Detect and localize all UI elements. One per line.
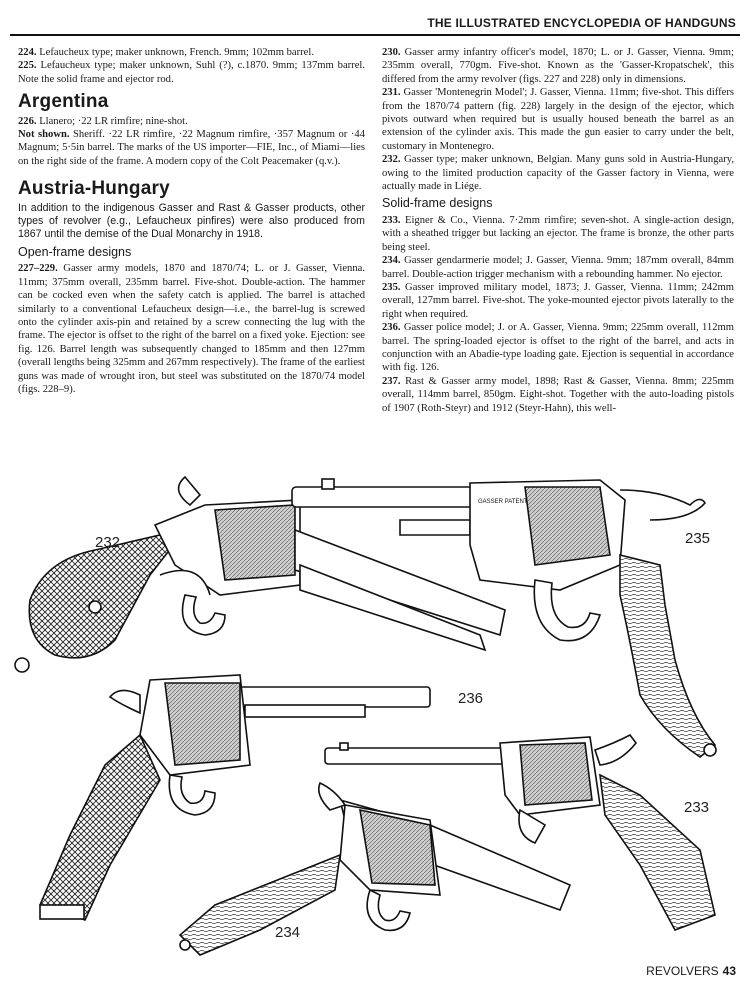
revolver-233-illustration xyxy=(324,733,716,931)
right-column: 230. Gasser army infantry officer's mode… xyxy=(382,46,734,415)
footer-section: REVOLVERS xyxy=(646,964,719,978)
revolver-236-illustration xyxy=(38,674,431,921)
entry-number: 224. xyxy=(18,47,37,58)
entry-number: 227–229. xyxy=(18,263,58,275)
heading-open-frame: Open-frame designs xyxy=(18,244,132,259)
entry-text: Gasser army models, 1870 and 1870/74; L.… xyxy=(18,263,365,395)
entry-number: 234. xyxy=(382,255,401,267)
entry-233: 233. Eigner & Co., Vienna. 7·2mm rimfire… xyxy=(382,214,734,254)
entry-text: Gasser type; maker unknown, Belgian. Man… xyxy=(382,154,734,193)
entry-text: Lefaucheux type; maker unknown, Suhl (?)… xyxy=(18,60,365,85)
label-234: 234 xyxy=(275,924,300,941)
entry-225: 225. Lefaucheux type; maker unknown, Suh… xyxy=(18,59,365,86)
entry-not-shown: Not shown. Sheriff. ·22 LR rimfire, ·22 … xyxy=(18,128,365,168)
revolver-235-illustration: GASSER PATENT xyxy=(291,478,717,758)
entry-232: 232. Gasser type; maker unknown, Belgian… xyxy=(382,153,734,193)
entry-226: 226. Llanero; ·22 LR rimfire; nine-shot. xyxy=(18,115,365,128)
entry-number: 233. xyxy=(382,214,401,226)
heading-argentina: Argentina xyxy=(18,91,109,113)
entry-number: 232. xyxy=(382,154,401,166)
entry-text: Gasser improved military model, 1873; J.… xyxy=(382,281,734,320)
entry-number: 225. xyxy=(18,60,37,72)
engraving-235: GASSER PATENT xyxy=(478,499,528,505)
label-235: 235 xyxy=(685,530,710,547)
entry-224: 224. Lefaucheux type; maker unknown, Fre… xyxy=(18,46,365,59)
entry-number: 237. xyxy=(382,375,401,387)
entry-text: Eigner & Co., Vienna. 7·2mm rimfire; sev… xyxy=(382,214,734,253)
header-rule xyxy=(10,34,740,36)
label-236: 236 xyxy=(458,690,483,707)
page-number: 43 xyxy=(722,964,736,978)
entry-text: Gasser gendarmerie model; J. Gasser, Vie… xyxy=(382,255,734,280)
entry-text: Lefaucheux type; maker unknown, French. … xyxy=(36,47,314,58)
entry-235: 235. Gasser improved military model, 187… xyxy=(382,281,734,321)
revolver-illustrations: 232 GASSER PATENT 235 236 233 xyxy=(14,475,717,956)
heading-solid-frame: Solid-frame designs xyxy=(382,196,493,211)
revolver-232-illustration xyxy=(14,475,506,673)
running-header: THE ILLUSTRATED ENCYCLOPEDIA OF HANDGUNS xyxy=(427,16,736,30)
entry-number: 230. xyxy=(382,47,401,58)
entry-number: 231. xyxy=(382,87,401,99)
austria-intro: In addition to the indigenous Gasser and… xyxy=(18,201,365,241)
entry-text: Gasser 'Montenegrin Model'; J. Gasser, V… xyxy=(382,87,734,152)
revolver-234-illustration xyxy=(178,781,572,956)
entry-227-229: 227–229. Gasser army models, 1870 and 18… xyxy=(18,262,365,396)
entry-text: Rast & Gasser army model, 1898; Rast & G… xyxy=(382,375,734,414)
entry-text: Sheriff. ·22 LR rimfire, ·22 Magnum rimf… xyxy=(18,129,365,167)
entry-number: Not shown. xyxy=(18,129,70,141)
label-233: 233 xyxy=(684,799,709,816)
entry-234: 234. Gasser gendarmerie model; J. Gasser… xyxy=(382,254,734,281)
entry-231: 231. Gasser 'Montenegrin Model'; J. Gass… xyxy=(382,86,734,153)
entry-number: 235. xyxy=(382,281,401,293)
entry-230: 230. Gasser army infantry officer's mode… xyxy=(382,46,734,86)
label-232: 232 xyxy=(95,534,120,551)
entry-number: 226. xyxy=(18,115,37,127)
entry-number: 236. xyxy=(382,322,401,334)
entry-text: Gasser police model; J. or A. Gasser, Vi… xyxy=(382,322,734,374)
entry-text: Gasser army infantry officer's model, 18… xyxy=(382,47,734,85)
entry-236: 236. Gasser police model; J. or A. Gasse… xyxy=(382,321,734,375)
left-column: 224. Lefaucheux type; maker unknown, Fre… xyxy=(18,46,365,396)
heading-austria-hungary: Austria-Hungary xyxy=(18,178,170,200)
entry-text: Llanero; ·22 LR rimfire; nine-shot. xyxy=(36,115,188,127)
entry-237: 237. Rast & Gasser army model, 1898; Ras… xyxy=(382,375,734,415)
